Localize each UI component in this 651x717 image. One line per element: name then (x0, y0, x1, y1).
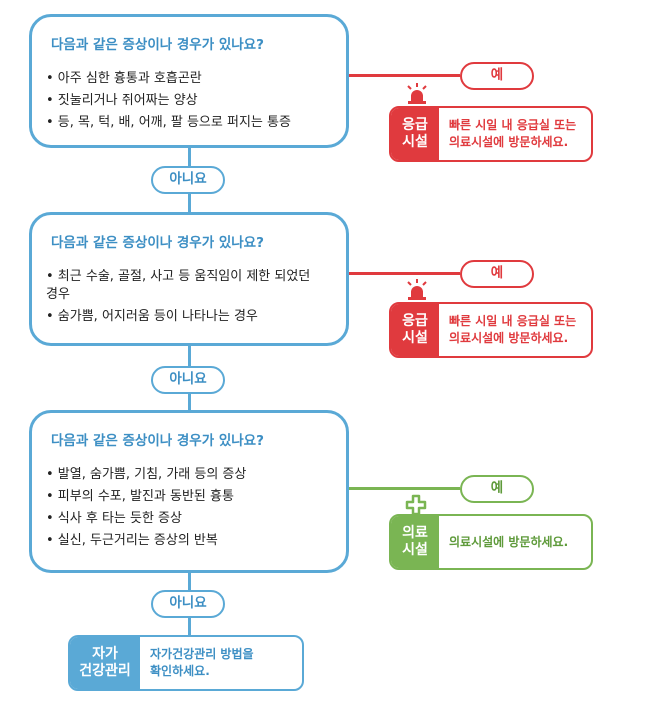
outcome-emergency-2: 응급 시설 빠른 시일 내 응급실 또는 의료시설에 방문하세요. (389, 302, 593, 358)
list-item: • 실신, 두근거리는 증상의 반복 (46, 533, 218, 548)
outcome-text: 빠른 시일 내 응급실 또는 의료시설에 방문하세요. (449, 314, 577, 345)
symptom-list: • 최근 수술, 골절, 사고 등 움직임이 제한 되었던 경우 • 숨가쁨, … (46, 266, 326, 328)
outcome-emergency-1: 응급 시설 빠른 시일 내 응급실 또는 의료시설에 방문하세요. (389, 106, 593, 162)
list-item: • 등, 목, 턱, 배, 어깨, 팔 등으로 퍼지는 통증 (46, 115, 291, 130)
list-item: • 최근 수술, 골절, 사고 등 움직임이 제한 되었던 경우 (46, 269, 311, 302)
yes-pill-2: 예 (460, 260, 534, 288)
no-pill-1: 아니요 (151, 166, 225, 194)
list-item: • 숨가쁨, 어지러움 등이 나타나는 경우 (46, 309, 258, 324)
self-care-tag: 자가 건강관리 (70, 637, 140, 689)
list-item: • 발열, 숨가쁨, 기침, 가래 등의 증상 (46, 467, 247, 482)
list-item: • 아주 심한 흉통과 호흡곤란 (46, 71, 202, 86)
question-title: 다음과 같은 증상이나 경우가 있나요? (51, 37, 264, 53)
alarm-siren-icon (404, 278, 430, 302)
yes-connector-1 (349, 74, 460, 77)
symptom-list: • 아주 심한 흉통과 호흡곤란 • 짓눌리거나 쥐어짜는 양상 • 등, 목,… (46, 68, 291, 134)
yes-connector-2 (349, 272, 460, 275)
self-care-box: 자가 건강관리 자가건강관리 방법을 확인하세요. (68, 635, 304, 691)
medical-cross-icon (405, 494, 427, 516)
symptom-list: • 발열, 숨가쁨, 기침, 가래 등의 증상 • 피부의 수포, 발진과 동반… (46, 464, 246, 552)
list-item: • 피부의 수포, 발진과 동반된 흉통 (46, 489, 234, 504)
outcome-tag: 의료 시설 (391, 516, 439, 568)
outcome-medical-3: 의료 시설 의료시설에 방문하세요. (389, 514, 593, 570)
question-box-1: 다음과 같은 증상이나 경우가 있나요? • 아주 심한 흉통과 호흡곤란 • … (29, 14, 349, 148)
no-pill-3: 아니요 (151, 590, 225, 618)
question-box-2: 다음과 같은 증상이나 경우가 있나요? • 최근 수술, 골절, 사고 등 움… (29, 212, 349, 346)
question-title: 다음과 같은 증상이나 경우가 있나요? (51, 235, 264, 251)
yes-pill-1: 예 (460, 62, 534, 90)
list-item: • 식사 후 타는 듯한 증상 (46, 511, 182, 526)
outcome-text: 빠른 시일 내 응급실 또는 의료시설에 방문하세요. (449, 118, 577, 149)
final-connector-line (188, 618, 191, 636)
outcome-tag: 응급 시설 (391, 304, 439, 356)
yes-connector-3 (349, 487, 460, 490)
question-title: 다음과 같은 증상이나 경우가 있나요? (51, 433, 264, 449)
no-pill-2: 아니요 (151, 366, 225, 394)
self-care-text: 자가건강관리 방법을 확인하세요. (150, 647, 254, 678)
list-item: • 짓눌리거나 쥐어짜는 양상 (46, 93, 198, 108)
yes-pill-3: 예 (460, 475, 534, 503)
alarm-siren-icon (404, 82, 430, 106)
outcome-text: 의료시설에 방문하세요. (449, 534, 569, 549)
outcome-tag: 응급 시설 (391, 108, 439, 160)
question-box-3: 다음과 같은 증상이나 경우가 있나요? • 발열, 숨가쁨, 기침, 가래 등… (29, 410, 349, 573)
